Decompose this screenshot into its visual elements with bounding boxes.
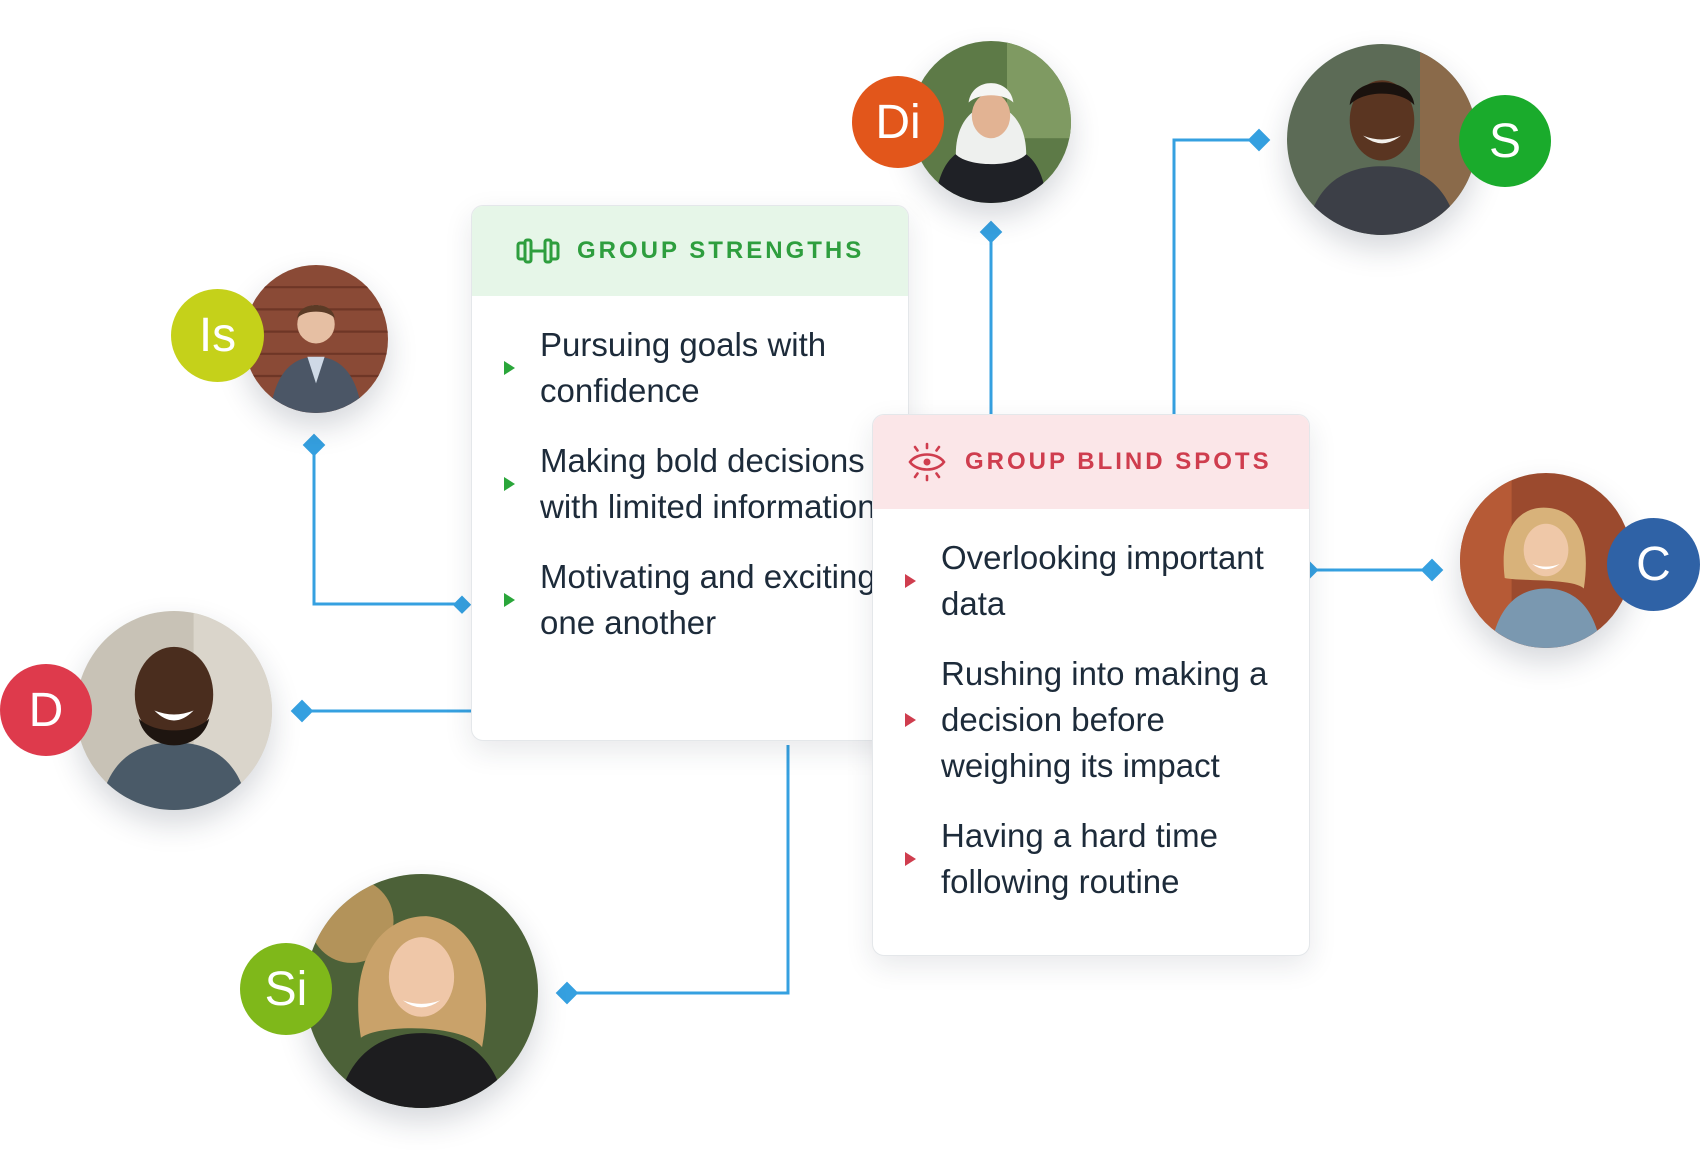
strength-item: Making bold decisions with limited infor… — [472, 438, 908, 530]
triangle-bullet-icon — [504, 477, 515, 491]
blind-spot-item: Rushing into making a decision before we… — [873, 651, 1309, 789]
triangle-bullet-icon — [905, 852, 916, 866]
strength-item: Motivating and exciting one another — [472, 554, 908, 646]
avatar-is — [244, 265, 388, 413]
triangle-bullet-icon — [905, 713, 916, 727]
connector-node-c — [1420, 558, 1444, 582]
group-strengths-header: GROUP STRENGTHS — [472, 206, 908, 296]
group-strengths-list: Pursuing goals with confidence Making bo… — [472, 296, 908, 646]
group-blind-spots-card: GROUP BLIND SPOTS Overlooking important … — [872, 414, 1310, 956]
badge-si: Si — [240, 943, 332, 1035]
badge-di: Di — [852, 76, 944, 168]
connector-si — [567, 745, 790, 995]
blind-spot-item: Having a hard time following routine — [873, 813, 1309, 905]
avatar-s — [1287, 44, 1477, 235]
avatar-si — [305, 874, 538, 1108]
connector-is — [312, 445, 462, 606]
strength-item: Pursuing goals with confidence — [472, 322, 908, 414]
badge-s: S — [1459, 95, 1551, 187]
connector-node-is — [302, 433, 326, 457]
triangle-bullet-icon — [504, 361, 515, 375]
group-blind-spots-list: Overlooking important data Rushing into … — [873, 509, 1309, 905]
triangle-bullet-icon — [504, 593, 515, 607]
avatar-c — [1460, 473, 1632, 648]
connector-s — [1172, 138, 1259, 414]
eye-blindspot-icon — [908, 442, 946, 482]
avatar-d — [76, 611, 272, 810]
group-blind-spots-header: GROUP BLIND SPOTS — [873, 415, 1309, 509]
badge-is: Is — [171, 289, 264, 382]
group-strengths-card: GROUP STRENGTHS Pursuing goals with conf… — [471, 205, 909, 741]
triangle-bullet-icon — [905, 574, 916, 588]
connector-node-is-card — [452, 595, 472, 614]
connector-node-di — [979, 220, 1003, 244]
connector-node-si — [555, 981, 579, 1005]
blind-spot-item: Overlooking important data — [873, 535, 1309, 627]
dumbbell-icon — [516, 238, 560, 264]
group-strengths-title: GROUP STRENGTHS — [577, 237, 865, 264]
connector-node-s — [1247, 128, 1271, 152]
badge-d: D — [0, 664, 92, 756]
badge-c: C — [1607, 518, 1700, 611]
group-blind-spots-title: GROUP BLIND SPOTS — [965, 448, 1272, 475]
connector-node-d — [290, 699, 314, 723]
